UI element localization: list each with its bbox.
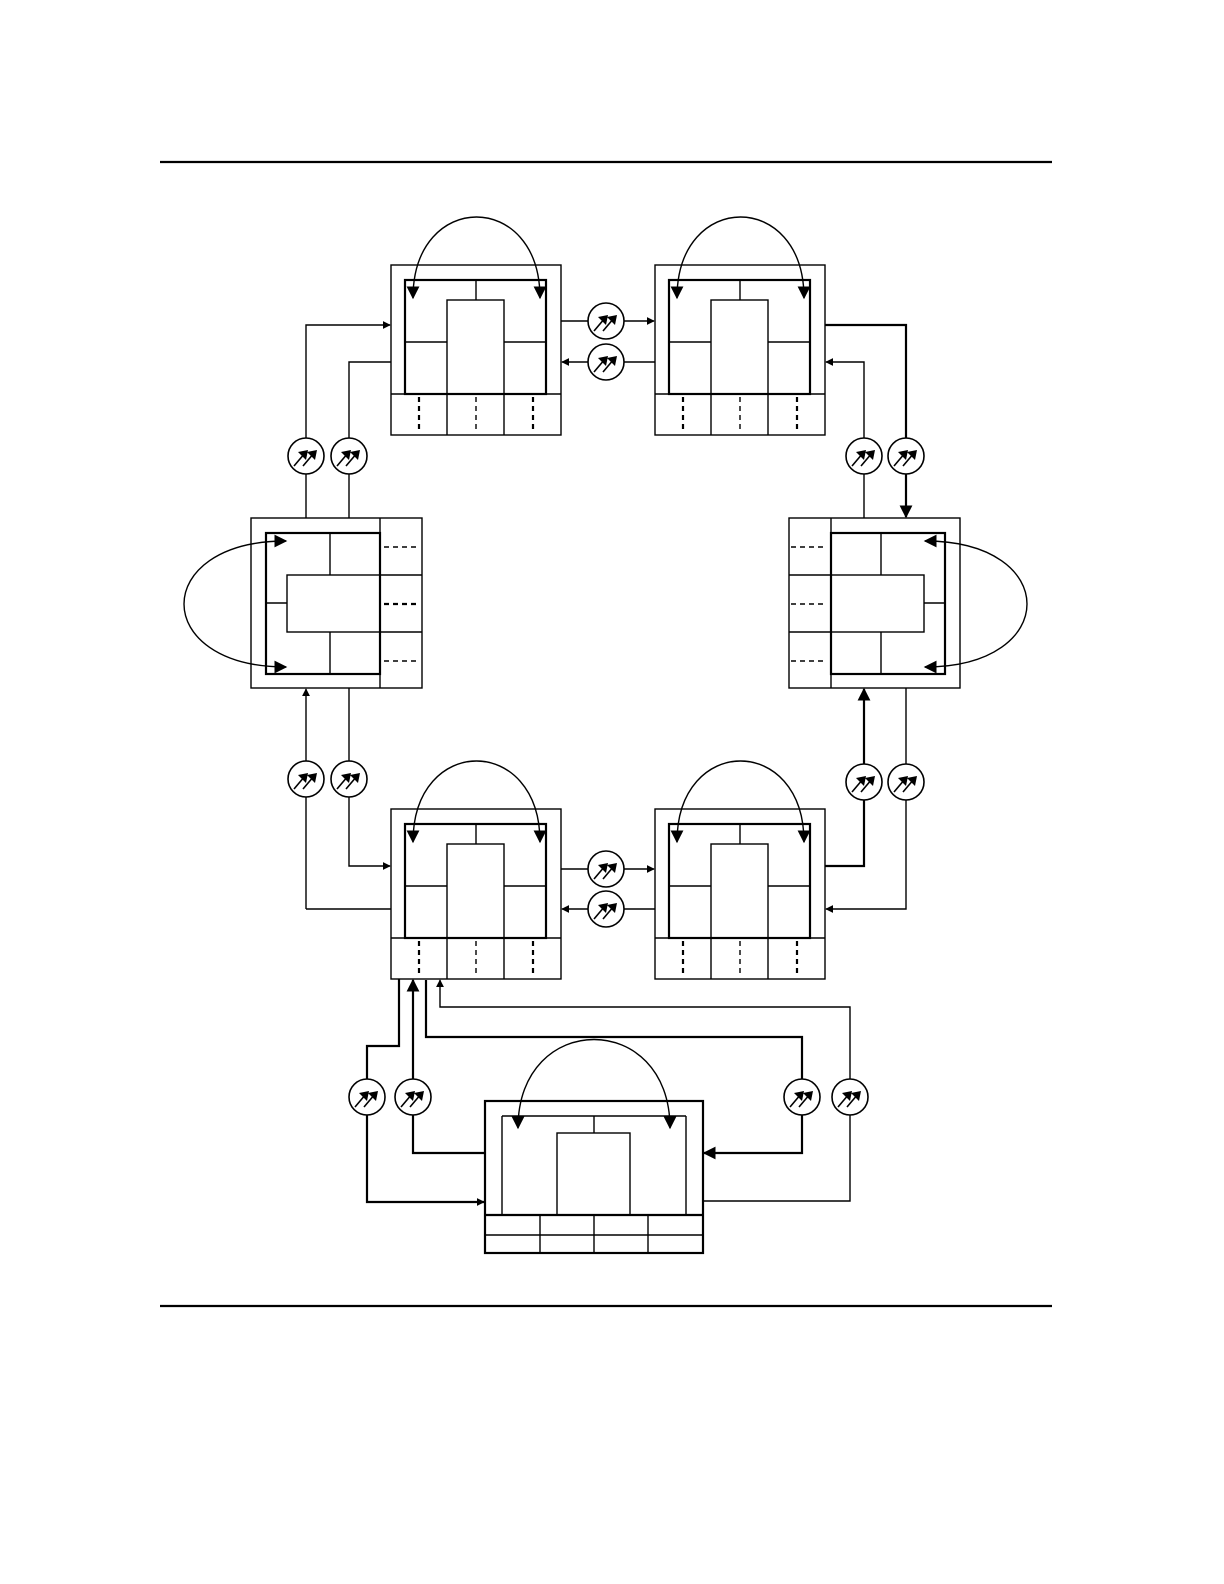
node-bottom-left (391, 761, 561, 979)
amplifier-icon (784, 1079, 820, 1115)
amplifier-icon (288, 761, 324, 797)
amplifier-icon (395, 1079, 431, 1115)
node-top-right (655, 217, 825, 435)
amplifier-icon (588, 303, 624, 339)
amplifier-icon (846, 764, 882, 800)
amplifier-icon (888, 764, 924, 800)
amplifier-icon (832, 1079, 868, 1115)
amplifier-icon (331, 438, 367, 474)
amplifier-icon (588, 891, 624, 927)
amplifier-icon (846, 438, 882, 474)
node-mid-right (789, 518, 1027, 688)
amplifier-icon (588, 851, 624, 887)
node-top-left (391, 217, 561, 435)
node-mid-left (184, 518, 422, 688)
connections (306, 321, 906, 1202)
node-hub (485, 1040, 703, 1254)
amplifier-icon (588, 344, 624, 380)
amplifier-icon (331, 761, 367, 797)
amplifier-icon (288, 438, 324, 474)
amplifier-icon (888, 438, 924, 474)
amplifiers (288, 303, 924, 1115)
amplifier-icon (349, 1079, 385, 1115)
node-bottom-right (655, 761, 825, 979)
